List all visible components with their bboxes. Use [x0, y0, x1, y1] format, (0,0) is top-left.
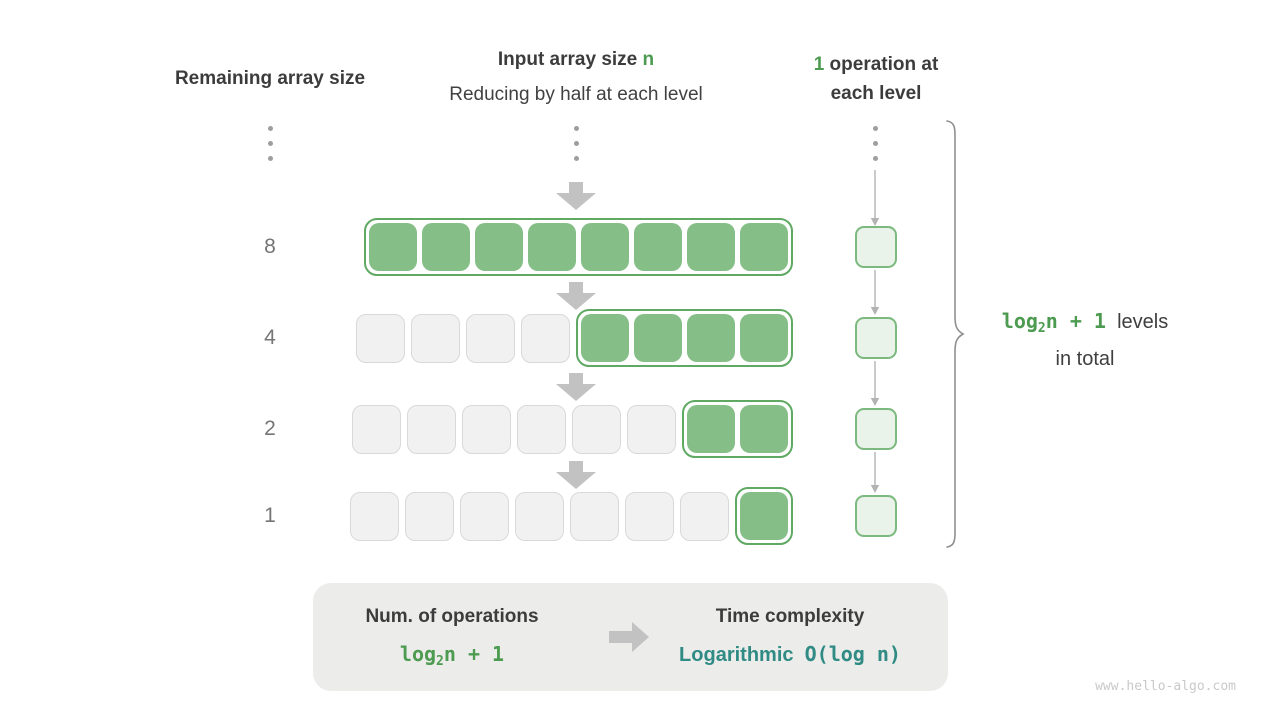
vertical-ellipsis-right	[872, 126, 878, 171]
remaining-size-header-label: Remaining array size	[174, 68, 366, 89]
operations-header-one: 1	[813, 54, 825, 75]
levels-annotation: log2n + 1 levels in total	[975, 306, 1195, 374]
input-size-subheader-label: Reducing by half at each level	[449, 84, 703, 105]
operation-cell	[855, 226, 897, 268]
array-row	[350, 487, 793, 545]
levels-formula: log2n + 1	[1001, 309, 1106, 336]
array-cell-active	[634, 223, 682, 271]
complexity-summary-value: Logarithmic O(log n)	[645, 640, 935, 669]
array-cell-empty	[517, 404, 566, 454]
down-arrow-icon	[554, 282, 598, 310]
array-cell-active	[581, 314, 629, 362]
dot-icon	[573, 126, 579, 131]
array-cell-empty	[570, 491, 619, 541]
array-cell-empty	[407, 404, 456, 454]
highlighted-subarray	[364, 218, 793, 276]
operations-summary: Num. of operations log2n + 1	[322, 604, 582, 676]
array-cell-empty	[572, 404, 621, 454]
array-cell-empty	[356, 313, 405, 363]
operation-cell	[855, 408, 897, 450]
highlighted-subarray	[576, 309, 793, 367]
operation-cell	[855, 317, 897, 359]
array-row	[356, 309, 793, 367]
highlighted-subarray	[682, 400, 793, 458]
watermark: www.hello-algo.com	[1095, 679, 1236, 694]
array-cell-active	[740, 492, 788, 540]
input-size-subheader: Reducing by half at each level	[400, 84, 752, 106]
array-row	[364, 218, 793, 276]
array-cell-active	[581, 223, 629, 271]
input-size-header: Input array size n	[400, 45, 752, 74]
dot-icon	[267, 141, 273, 146]
array-cell-empty	[627, 404, 676, 454]
operations-summary-formula: log2n + 1	[399, 642, 505, 669]
complexity-notation: O(log n)	[804, 642, 901, 666]
dot-icon	[872, 141, 878, 146]
levels-brace	[944, 120, 968, 548]
input-size-n: n	[642, 49, 655, 70]
remaining-size-value: 4	[264, 326, 276, 349]
remaining-size-value: 2	[264, 417, 276, 440]
array-cell-empty	[466, 313, 515, 363]
array-cell-active	[740, 223, 788, 271]
array-cell-active	[528, 223, 576, 271]
array-cell-active	[475, 223, 523, 271]
array-cell-active	[740, 405, 788, 453]
down-arrow-icon	[554, 373, 598, 401]
input-size-header-text: Input array size	[497, 49, 643, 70]
array-cell-active	[740, 314, 788, 362]
operations-header-line2: each level	[830, 83, 922, 104]
array-cell-active	[422, 223, 470, 271]
down-arrow-icon	[554, 182, 598, 210]
array-row	[352, 400, 793, 458]
array-cell-active	[687, 314, 735, 362]
flow-arrow-icon	[869, 452, 881, 494]
array-cell-empty	[350, 491, 399, 541]
dot-icon	[267, 156, 273, 161]
array-cell-active	[687, 223, 735, 271]
operations-header: 1 operation at each level	[776, 50, 976, 108]
array-cell-empty	[405, 491, 454, 541]
dot-icon	[267, 126, 273, 131]
levels-text-line1: levels	[1117, 311, 1169, 333]
operations-summary-title: Num. of operations	[365, 606, 539, 627]
right-arrow-icon	[609, 622, 649, 652]
remaining-size-header: Remaining array size	[120, 64, 420, 93]
array-cell-empty	[625, 491, 674, 541]
vertical-ellipsis-center	[573, 126, 579, 171]
operation-cell	[855, 495, 897, 537]
array-cell-empty	[462, 404, 511, 454]
array-cell-empty	[411, 313, 460, 363]
levels-text-line2: in total	[1055, 348, 1115, 370]
vertical-ellipsis-left	[267, 126, 273, 171]
array-cell-empty	[521, 313, 570, 363]
operations-header-text: operation at	[824, 54, 939, 75]
flow-arrow-icon	[869, 270, 881, 316]
dot-icon	[872, 126, 878, 131]
down-arrow-icon	[554, 461, 598, 489]
complexity-summary: Time complexity Logarithmic O(log n)	[645, 604, 935, 669]
summary-box: Num. of operations log2n + 1 Time comple…	[313, 583, 948, 691]
array-cell-active	[369, 223, 417, 271]
flow-arrow-icon	[869, 170, 881, 227]
complexity-name: Logarithmic	[679, 644, 794, 666]
array-cell-empty	[352, 404, 401, 454]
array-cell-empty	[515, 491, 564, 541]
array-cell-empty	[680, 491, 729, 541]
complexity-summary-title: Time complexity	[715, 606, 865, 627]
remaining-size-value: 1	[264, 504, 276, 527]
dot-icon	[573, 141, 579, 146]
brace-path	[946, 120, 965, 548]
array-cell-active	[634, 314, 682, 362]
dot-icon	[573, 156, 579, 161]
remaining-size-value: 8	[264, 235, 276, 258]
dot-icon	[872, 156, 878, 161]
array-cell-empty	[460, 491, 509, 541]
flow-arrow-icon	[869, 361, 881, 407]
highlighted-subarray	[735, 487, 793, 545]
array-cell-active	[687, 405, 735, 453]
